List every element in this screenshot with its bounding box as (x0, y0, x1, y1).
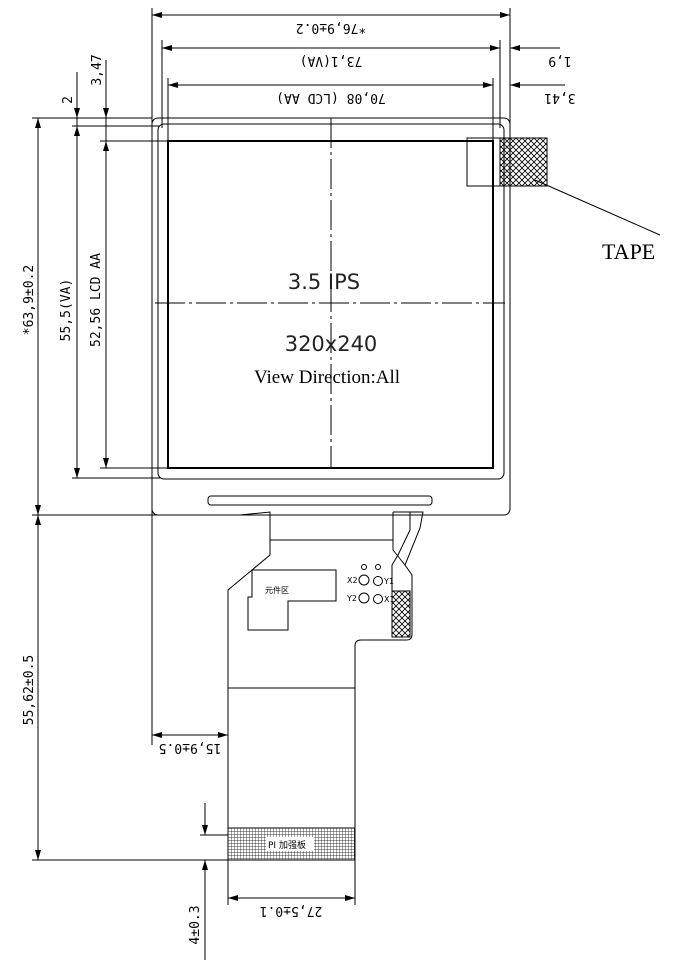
dimension-outline-height: *63,9±0.2 (22, 118, 41, 515)
dimension-va-width: 73,1(VA) (162, 45, 500, 68)
dimension-aa-width: 70,08 (LCD AA) (168, 82, 493, 105)
svg-text:27,5±0.1: 27,5±0.1 (260, 903, 323, 918)
svg-text:元件区: 元件区 (265, 585, 289, 595)
svg-text:*76,9±0.2: *76,9±0.2 (296, 20, 366, 35)
stiffener-label: PI 加强板 (268, 839, 306, 851)
resolution-label: 320x240 (285, 332, 378, 356)
svg-text:*63,9±0.2: *63,9±0.2 (22, 265, 37, 335)
svg-text:55,5(VA): 55,5(VA) (59, 279, 74, 342)
component-area (247, 569, 337, 631)
alignment-marks: X2 Y2 Y1 X1 (346, 564, 395, 604)
svg-text:52,56 LCD AA: 52,56 LCD AA (89, 253, 104, 347)
dimension-va-height: 55,5(VA) 2 (59, 72, 80, 478)
svg-text:70,08 (LCD AA): 70,08 (LCD AA) (276, 90, 386, 105)
tape: TAPE (466, 137, 661, 264)
svg-text:X1: X1 (384, 595, 395, 604)
view-direction-label: View Direction:All (254, 367, 400, 388)
svg-text:15,9±0.5: 15,9±0.5 (159, 740, 222, 755)
dimension-outline-width: *76,9±0.2 (152, 12, 510, 35)
lcd-panel: 3.5 IPS 320x240 View Direction:All (151, 117, 511, 516)
dimension-right-va-offset: 1,9 (510, 45, 572, 68)
svg-text:X2: X2 (347, 576, 358, 585)
dimension-fpc-width: 27,5±0.1 (228, 895, 355, 918)
size-type-label: 3.5 IPS (288, 270, 360, 294)
svg-text:1,9: 1,9 (548, 53, 571, 68)
dimension-fpc-offset: 15,9±0.5 (152, 732, 228, 755)
svg-text:2: 2 (61, 96, 76, 104)
dimension-fpc-length: 55,62±0.5 (22, 515, 41, 860)
svg-text:55,62±0.5: 55,62±0.5 (22, 655, 37, 725)
dimension-aa-height: 52,56 LCD AA 3,47 (89, 54, 109, 468)
tape-label: TAPE (602, 239, 655, 264)
fpc-cable: 元件区 X2 Y2 Y1 X1 PI 加强板 (227, 511, 424, 861)
svg-text:3,47: 3,47 (90, 54, 105, 85)
svg-text:Y1: Y1 (383, 577, 394, 586)
extension-lines (32, 8, 511, 905)
dimension-stiffener-length: 4±0.3 (188, 803, 208, 960)
svg-text:3,41: 3,41 (544, 90, 575, 105)
svg-text:4±0.3: 4±0.3 (188, 905, 203, 944)
svg-text:Y2: Y2 (346, 594, 357, 603)
dimension-right-aa-offset: 3,41 (510, 82, 576, 105)
svg-text:73,1(VA): 73,1(VA) (300, 53, 363, 68)
